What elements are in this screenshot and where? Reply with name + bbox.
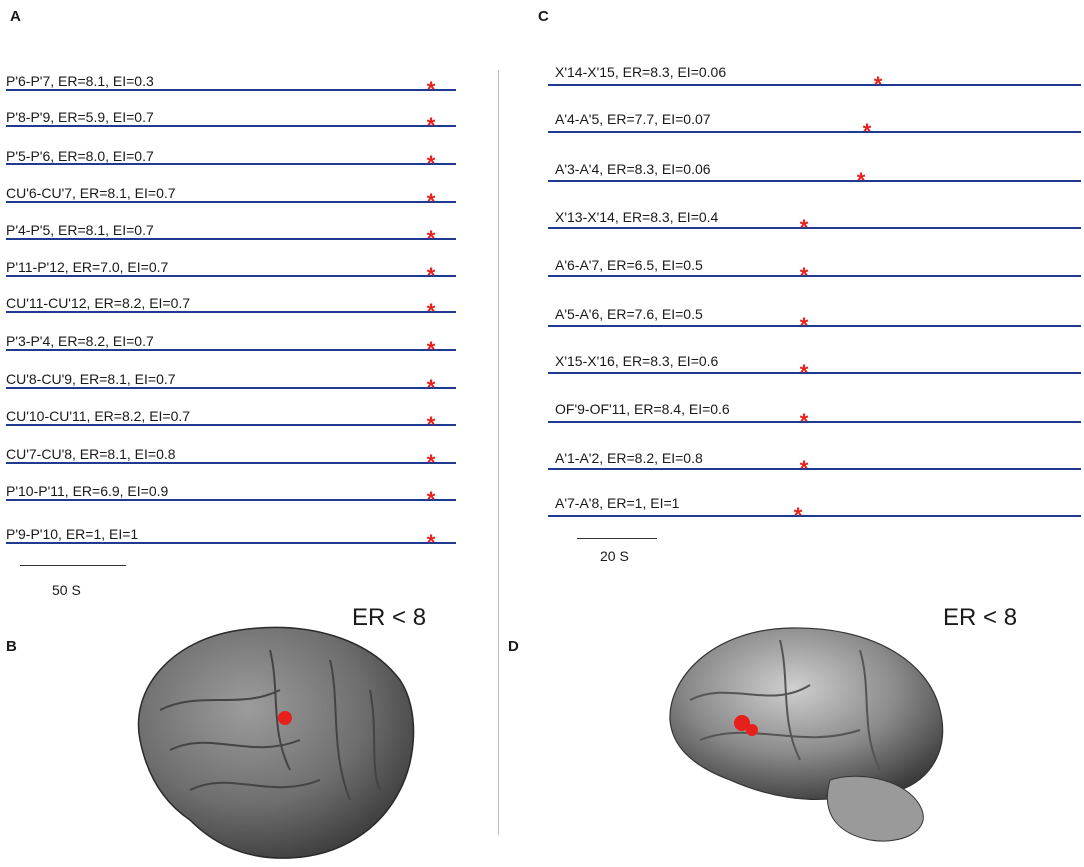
- panel-label-b: B: [6, 638, 17, 655]
- marker-star: *: [426, 263, 436, 288]
- marker-star: *: [426, 375, 436, 400]
- marker-star: *: [799, 263, 809, 288]
- marker-star: *: [426, 77, 436, 102]
- marker-star: *: [426, 226, 436, 251]
- marker-star: *: [862, 119, 872, 144]
- trace-label: A'3-A'4, ER=8.3, EI=0.06: [555, 161, 711, 177]
- trace-line: [6, 275, 456, 277]
- scale-bar-c: [577, 538, 657, 539]
- trace-label: CU'6-CU'7, ER=8.1, EI=0.7: [6, 185, 176, 201]
- trace-line: [6, 125, 456, 127]
- marker-star: *: [426, 337, 436, 362]
- marker-star: *: [799, 313, 809, 338]
- marker-star: *: [426, 450, 436, 475]
- panel-b-title: ER < 8: [352, 604, 427, 631]
- trace-label: CU'8-CU'9, ER=8.1, EI=0.7: [6, 371, 176, 387]
- trace-line: [6, 499, 456, 501]
- trace-label: P'5-P'6, ER=8.0, EI=0.7: [6, 148, 154, 164]
- panel-label-d: D: [508, 638, 519, 655]
- trace-line: [6, 163, 456, 165]
- marker-star: *: [799, 456, 809, 481]
- panel-label-c: C: [538, 8, 549, 25]
- marker-star: *: [873, 72, 883, 97]
- trace-label: X'15-X'16, ER=8.3, EI=0.6: [555, 353, 719, 369]
- brain-render-d: [669, 627, 944, 842]
- trace-line: [548, 131, 1081, 133]
- electrode-marker: [278, 711, 292, 725]
- trace-label: X'14-X'15, ER=8.3, EI=0.06: [555, 64, 727, 80]
- marker-star: *: [426, 412, 436, 437]
- trace-line: [548, 180, 1081, 182]
- trace-line: [548, 227, 1081, 229]
- trace-label: A'7-A'8, ER=1, EI=1: [555, 495, 680, 511]
- trace-label: A'5-A'6, ER=7.6, EI=0.5: [555, 306, 703, 322]
- panel-label-a: A: [10, 8, 21, 25]
- trace-label: OF'9-OF'11, ER=8.4, EI=0.6: [555, 401, 730, 417]
- marker-star: *: [426, 151, 436, 176]
- trace-label: P'10-P'11, ER=6.9, EI=0.9: [6, 483, 169, 499]
- trace-line: [548, 84, 1081, 86]
- trace-label: A'4-A'5, ER=7.7, EI=0.07: [555, 111, 711, 127]
- trace-line: [548, 372, 1081, 374]
- marker-star: *: [426, 487, 436, 512]
- scale-label-a: 50 S: [52, 582, 81, 598]
- trace-label: CU'11-CU'12, ER=8.2, EI=0.7: [6, 295, 191, 311]
- marker-star: *: [426, 299, 436, 324]
- trace-line: [6, 238, 456, 240]
- trace-label: A'1-A'2, ER=8.2, EI=0.8: [555, 450, 703, 466]
- trace-line: [6, 89, 456, 91]
- trace-line: [6, 311, 456, 313]
- trace-line: [6, 424, 456, 426]
- trace-line: [548, 325, 1081, 327]
- marker-star: *: [799, 215, 809, 240]
- panel-d-title: ER < 8: [943, 604, 1018, 631]
- panel-divider: [498, 70, 499, 835]
- trace-label: X'13-X'14, ER=8.3, EI=0.4: [555, 209, 719, 225]
- trace-label: P'11-P'12, ER=7.0, EI=0.7: [6, 259, 169, 275]
- trace-line: [6, 387, 456, 389]
- trace-label: CU'10-CU'11, ER=8.2, EI=0.7: [6, 408, 191, 424]
- marker-star: *: [793, 503, 803, 528]
- marker-star: *: [856, 168, 866, 193]
- trace-label: P'6-P'7, ER=8.1, EI=0.3: [6, 73, 154, 89]
- electrode-marker: [734, 715, 750, 731]
- marker-star: *: [799, 409, 809, 434]
- trace-line: [548, 468, 1081, 470]
- marker-star: *: [426, 530, 436, 555]
- brain-render-b: [137, 626, 415, 859]
- trace-line: [548, 275, 1081, 277]
- marker-star: *: [799, 360, 809, 385]
- trace-label: P'9-P'10, ER=1, EI=1: [6, 526, 139, 542]
- trace-line: [548, 421, 1081, 423]
- scale-label-c: 20 S: [600, 548, 629, 564]
- trace-line: [6, 349, 456, 351]
- scale-bar-a: [20, 565, 126, 566]
- trace-line: [548, 515, 1081, 517]
- trace-line: [6, 201, 456, 203]
- trace-label: P'4-P'5, ER=8.1, EI=0.7: [6, 222, 154, 238]
- electrode-marker: [746, 724, 758, 736]
- trace-label: P'8-P'9, ER=5.9, EI=0.7: [6, 109, 154, 125]
- marker-star: *: [426, 189, 436, 214]
- trace-line: [6, 542, 456, 544]
- trace-label: CU'7-CU'8, ER=8.1, EI=0.8: [6, 446, 176, 462]
- marker-star: *: [426, 113, 436, 138]
- trace-label: P'3-P'4, ER=8.2, EI=0.7: [6, 333, 154, 349]
- trace-label: A'6-A'7, ER=6.5, EI=0.5: [555, 257, 703, 273]
- trace-line: [6, 462, 456, 464]
